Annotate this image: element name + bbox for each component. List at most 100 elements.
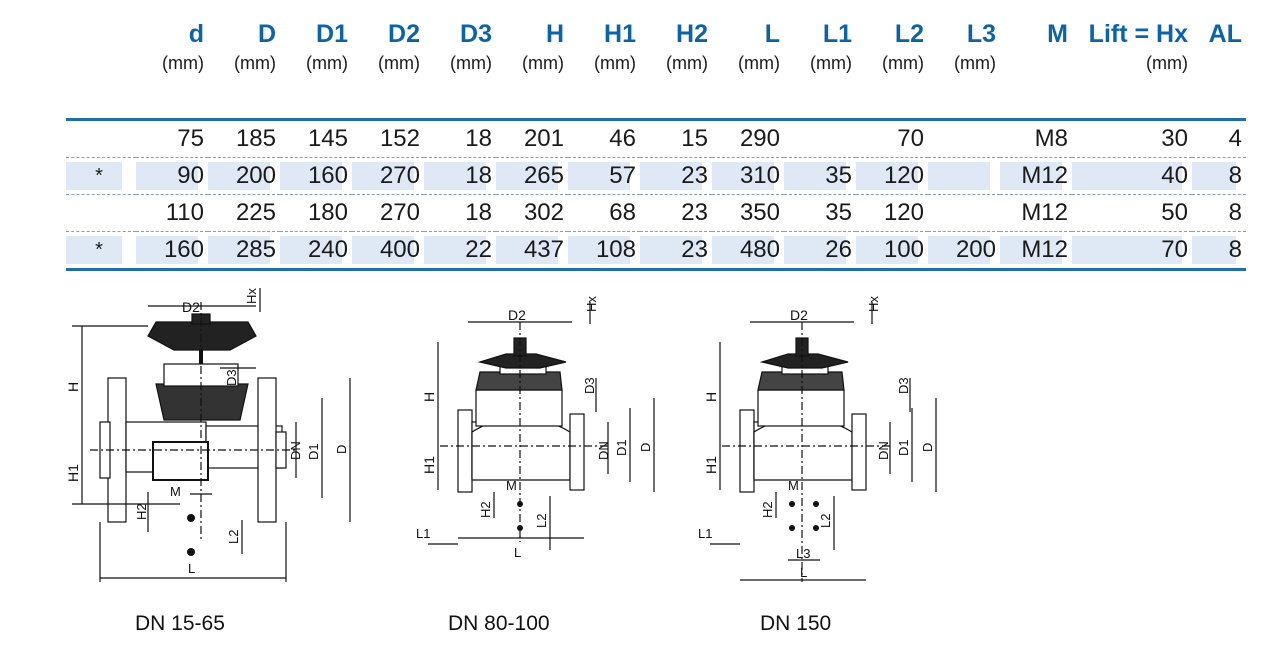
- label-d: D: [920, 443, 935, 452]
- table-cell: [784, 119, 856, 157]
- row-marker: [66, 194, 136, 231]
- column-header-unit: (mm): [162, 53, 204, 73]
- label-l2: L2: [226, 530, 241, 544]
- label-hx: Hx: [866, 296, 881, 312]
- table-cell: 35: [784, 157, 856, 194]
- valve-drawing-dn15-65: D2 Hx H H1 H2 D3 DN D1 D M L2 L: [65, 288, 351, 582]
- table-cell: 70: [897, 124, 924, 152]
- column-header: Lift = Hx(mm): [1072, 14, 1192, 119]
- table-cell: 350: [739, 198, 780, 226]
- table-cell: 160: [280, 157, 352, 194]
- column-header: AL: [1192, 14, 1246, 119]
- table-cell: M12: [1021, 198, 1068, 226]
- table-cell: 46: [609, 124, 636, 152]
- row-marker: *: [66, 231, 136, 269]
- label-l: L: [188, 561, 195, 576]
- table-cell: 480: [712, 231, 784, 269]
- label-h: H: [421, 392, 437, 402]
- column-header-unit: (mm): [810, 53, 852, 73]
- column-header-label: d: [188, 20, 204, 48]
- column-header: L1 (mm): [784, 14, 856, 119]
- column-header: D3(mm): [424, 14, 496, 119]
- label-hx: Hx: [584, 296, 599, 312]
- label-l1: L1: [416, 526, 430, 541]
- column-header-unit: (mm): [522, 53, 564, 73]
- label-m: M: [788, 478, 799, 493]
- row-marker: *: [66, 157, 136, 194]
- column-header-label: AL: [1208, 20, 1242, 48]
- column-header-label: M: [1047, 20, 1068, 48]
- table-cell: 22: [424, 231, 496, 269]
- column-header: L2(mm): [856, 14, 928, 119]
- label-h2: H2: [760, 501, 775, 518]
- label-l: L: [514, 545, 521, 560]
- label-d3: D3: [582, 377, 597, 394]
- table-cell: M12: [1000, 157, 1072, 194]
- table-cell: 120: [883, 198, 924, 226]
- table-cell: 437: [496, 231, 568, 269]
- table-cell: 50: [1161, 198, 1188, 226]
- table-cell: 75: [177, 124, 204, 152]
- column-header: D (mm): [208, 14, 280, 119]
- label-d2: D2: [790, 307, 808, 323]
- column-header: L(mm): [712, 14, 784, 119]
- column-header: H2(mm): [640, 14, 712, 119]
- table-cell: 23: [640, 157, 712, 194]
- table-cell: 90: [136, 157, 208, 194]
- label-d: D: [334, 445, 349, 454]
- table-cell: 23: [640, 231, 712, 269]
- table-cell: 225: [235, 198, 276, 226]
- caption-dn150: DN 150: [760, 612, 832, 635]
- column-header-unit: (mm): [306, 53, 348, 73]
- row-marker: [66, 119, 136, 157]
- column-header-unit: (mm): [666, 53, 708, 73]
- table-cell: 200: [208, 157, 280, 194]
- label-l2: L2: [818, 514, 833, 528]
- label-l3: L3: [796, 546, 810, 561]
- label-hx: Hx: [244, 288, 259, 304]
- label-h2: H2: [134, 503, 149, 520]
- valve-drawing-dn150: D2 Hx H H1 H2 D3 DN D1 D M L1 L2 L3 L: [698, 296, 937, 582]
- column-header-unit: (mm): [234, 53, 276, 73]
- label-d2: D2: [508, 307, 526, 323]
- table-cell: 290: [739, 124, 780, 152]
- column-header-unit: (mm): [450, 53, 492, 73]
- column-header-label: L1: [822, 20, 852, 48]
- table-cell: 23: [681, 198, 708, 226]
- table-cell: 4: [1228, 124, 1242, 152]
- table-cell: 400: [352, 231, 424, 269]
- column-header: M: [1000, 14, 1072, 119]
- column-header-unit: (mm): [594, 53, 636, 73]
- table-cell: 68: [609, 198, 636, 226]
- table-cell: 200: [928, 231, 1000, 269]
- table-cell: [928, 119, 1000, 157]
- table-cell: 15: [681, 124, 708, 152]
- table-cell: 265: [496, 157, 568, 194]
- column-header: H1(mm): [568, 14, 640, 119]
- caption-dn15-65: DN 15-65: [135, 612, 225, 635]
- table-cell: [928, 157, 1000, 194]
- label-m: M: [506, 478, 517, 493]
- column-header-label: L2: [894, 20, 924, 48]
- column-header-unit: (mm): [1146, 53, 1188, 73]
- table-cell: 201: [523, 124, 564, 152]
- table-cell: 8: [1192, 231, 1246, 269]
- label-dn: DN: [596, 441, 611, 460]
- table-cell: 310: [712, 157, 784, 194]
- label-d: D: [638, 443, 653, 452]
- column-header: L3(mm): [928, 14, 1000, 119]
- column-header-label: D: [257, 20, 276, 48]
- table-cell: 185: [235, 124, 276, 152]
- label-d1: D1: [614, 439, 629, 456]
- table-cell: 8: [1192, 157, 1246, 194]
- table-cell: 240: [280, 231, 352, 269]
- label-h: H: [703, 392, 719, 402]
- label-dn: DN: [288, 441, 303, 460]
- table-cell: 8: [1228, 198, 1242, 226]
- column-header: D1(mm): [280, 14, 352, 119]
- table-cell: 270: [352, 157, 424, 194]
